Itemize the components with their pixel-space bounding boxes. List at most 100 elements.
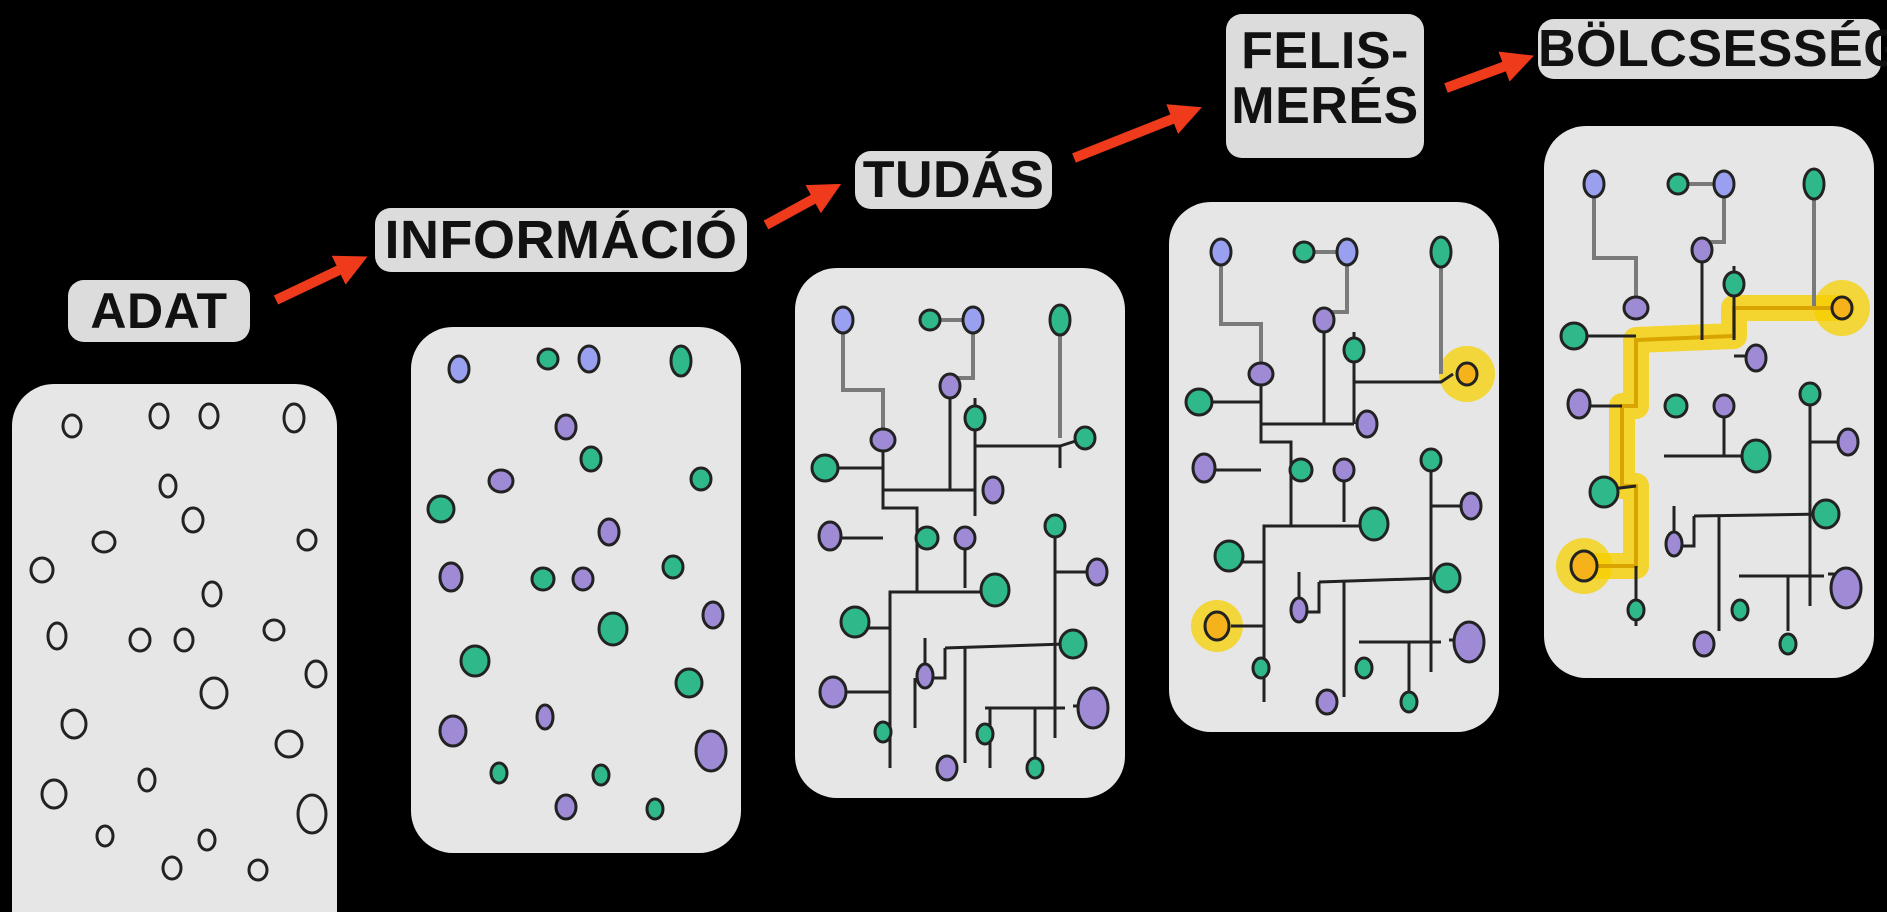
node	[645, 797, 665, 821]
node	[296, 528, 318, 552]
node	[935, 754, 959, 782]
node	[1712, 169, 1736, 199]
node	[1184, 387, 1214, 417]
node	[1666, 172, 1690, 196]
node	[577, 344, 601, 374]
arrow-4	[1444, 51, 1535, 93]
node	[1247, 361, 1275, 387]
node	[1811, 498, 1841, 530]
node	[1455, 361, 1479, 387]
node	[1829, 566, 1863, 610]
node	[554, 793, 578, 821]
node	[181, 506, 205, 534]
stage-label-informacio: INFORMÁCIÓ	[375, 208, 747, 272]
node	[918, 308, 942, 332]
node	[95, 824, 115, 848]
node	[689, 466, 713, 492]
node	[1043, 513, 1067, 539]
node	[201, 580, 223, 608]
node	[1354, 656, 1374, 680]
node	[1569, 549, 1599, 583]
stage-label-bolcsesseg: BÖLCSESSÉG	[1538, 19, 1887, 79]
node	[873, 720, 893, 744]
node	[1335, 237, 1359, 267]
node	[61, 413, 83, 439]
node	[128, 627, 152, 653]
panel-adat	[12, 384, 337, 912]
node	[869, 427, 897, 453]
node	[1692, 630, 1716, 658]
node	[1251, 656, 1271, 680]
node	[161, 855, 183, 881]
node	[981, 475, 1005, 505]
stage-label-felismeres-line2: MERÉS	[1231, 76, 1419, 135]
node	[148, 402, 170, 430]
node	[198, 402, 220, 430]
stage-label-felismeres: FELIS- MERÉS	[1226, 14, 1424, 158]
node	[487, 468, 515, 494]
node	[137, 767, 157, 793]
node	[1312, 306, 1336, 334]
node	[591, 763, 611, 787]
node	[173, 627, 195, 653]
node	[961, 305, 985, 335]
panel-informacio-nodes	[426, 344, 728, 821]
node	[1332, 457, 1356, 483]
node	[1076, 686, 1110, 730]
node	[1690, 236, 1714, 264]
stage-label-tudas: TUDÁS	[855, 151, 1052, 209]
node	[199, 676, 229, 710]
arrow-2	[763, 183, 842, 230]
panel-adat-nodes	[29, 402, 328, 882]
node	[536, 347, 560, 371]
node	[91, 530, 117, 554]
node	[661, 554, 685, 580]
node	[1730, 598, 1750, 622]
node	[810, 453, 840, 483]
node	[1712, 393, 1736, 419]
node	[530, 566, 556, 592]
node	[701, 600, 725, 630]
node	[1399, 690, 1419, 714]
node	[915, 662, 935, 690]
node	[1191, 452, 1217, 484]
node	[447, 354, 471, 384]
node	[304, 659, 328, 689]
node	[669, 344, 693, 378]
node	[554, 413, 578, 441]
node	[438, 561, 464, 593]
node	[1358, 506, 1390, 542]
node	[975, 722, 995, 746]
node	[1588, 475, 1620, 509]
node	[40, 778, 68, 810]
node	[1315, 688, 1339, 716]
node	[579, 445, 603, 473]
node	[1664, 530, 1684, 558]
node	[282, 402, 306, 434]
node	[1452, 620, 1486, 664]
node	[1342, 336, 1366, 364]
node	[1289, 596, 1309, 624]
node	[1058, 628, 1088, 660]
node	[1836, 427, 1860, 457]
node	[274, 729, 304, 759]
node	[674, 667, 704, 699]
panel-felismeres	[1169, 202, 1499, 732]
node	[597, 611, 629, 647]
node	[1432, 562, 1462, 594]
node	[571, 566, 595, 592]
node	[818, 675, 848, 709]
node	[535, 703, 555, 731]
node	[158, 473, 178, 499]
panel-bolcsesseg-network	[1556, 167, 1870, 658]
node	[46, 621, 68, 651]
arrow-1	[273, 255, 368, 305]
node	[60, 708, 88, 740]
node	[1566, 388, 1592, 420]
node	[1740, 438, 1772, 474]
node	[438, 714, 468, 748]
node	[262, 618, 286, 642]
node	[1778, 632, 1798, 656]
node	[1559, 321, 1589, 351]
